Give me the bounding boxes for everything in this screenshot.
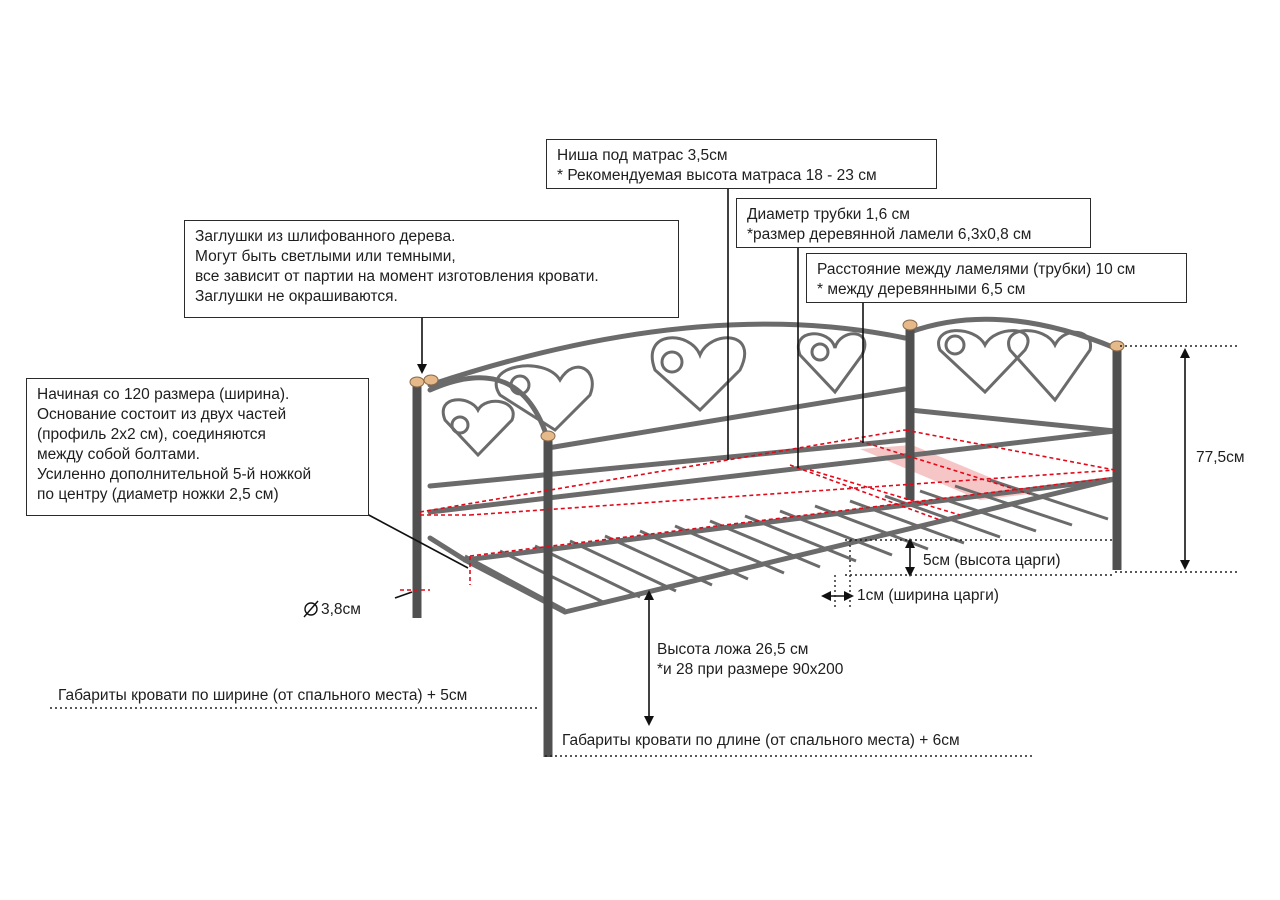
bed-legs bbox=[412, 327, 1122, 757]
niche-text-1: Ниша под матрас 3,5см bbox=[557, 147, 728, 164]
base-text-2: Основание состоит из двух частей bbox=[37, 406, 287, 423]
base-text-5: Усиленно дополнительной 5-й ножкой bbox=[37, 466, 312, 483]
spacing-text-1: Расстояние между ламелями (трубки) 10 см bbox=[817, 261, 1136, 278]
bed-height-note: *и 28 при размере 90х200 bbox=[657, 661, 844, 678]
length-overall-label: Габариты кровати по длине (от спального … bbox=[562, 732, 960, 749]
spacing-callout: Расстояние между ламелями (трубки) 10 см… bbox=[806, 253, 1187, 303]
total-height-label: 77,5см bbox=[1196, 449, 1245, 466]
decor-scrolls bbox=[441, 329, 1092, 458]
bed-height-label: Высота ложа 26,5 см bbox=[657, 641, 809, 658]
spacing-text-2: * между деревянными 6,5 см bbox=[817, 281, 1026, 298]
caps-text-3: все зависит от партии на момент изготовл… bbox=[195, 268, 599, 285]
wooden-slat-highlight bbox=[860, 445, 1030, 500]
rail-width-label: 1см (ширина царги) bbox=[857, 587, 999, 604]
diameter-icon bbox=[303, 600, 319, 618]
red-dimension-lines bbox=[400, 429, 1116, 591]
tube-text-2: *размер деревянной ламели 6,3х0,8 см bbox=[747, 226, 1032, 243]
caps-text-4: Заглушки не окрашиваются. bbox=[195, 288, 398, 305]
base-text-6: по центру (диаметр ножки 2,5 см) bbox=[37, 486, 279, 503]
wooden-caps bbox=[409, 319, 1125, 442]
rail-height-label: 5см (высота царги) bbox=[923, 552, 1061, 569]
dotted-guides bbox=[50, 345, 1240, 757]
base-text-1: Начиная со 120 размера (ширина). bbox=[37, 386, 290, 403]
caps-text-2: Могут быть светлыми или темными, bbox=[195, 248, 456, 265]
tube-text-1: Диаметр трубки 1,6 см bbox=[747, 206, 910, 223]
width-overall-label: Габариты кровати по ширине (от спального… bbox=[58, 687, 468, 704]
caps-callout: Заглушки из шлифованного дерева. Могут б… bbox=[184, 220, 679, 318]
leaders bbox=[364, 188, 1190, 726]
tube-callout: Диаметр трубки 1,6 см *размер деревянной… bbox=[736, 198, 1091, 248]
caps-text-1: Заглушки из шлифованного дерева. bbox=[195, 228, 456, 245]
niche-callout: Ниша под матрас 3,5см * Рекомендуемая вы… bbox=[546, 139, 937, 189]
leg-diameter-label: 3,8см bbox=[321, 601, 361, 618]
niche-text-2: * Рекомендуемая высота матраса 18 - 23 с… bbox=[557, 167, 877, 184]
base-text-3: (профиль 2х2 см), соединяются bbox=[37, 426, 266, 443]
base-callout: Начиная со 120 размера (ширина). Основан… bbox=[26, 378, 369, 516]
base-text-4: между собой болтами. bbox=[37, 446, 200, 463]
